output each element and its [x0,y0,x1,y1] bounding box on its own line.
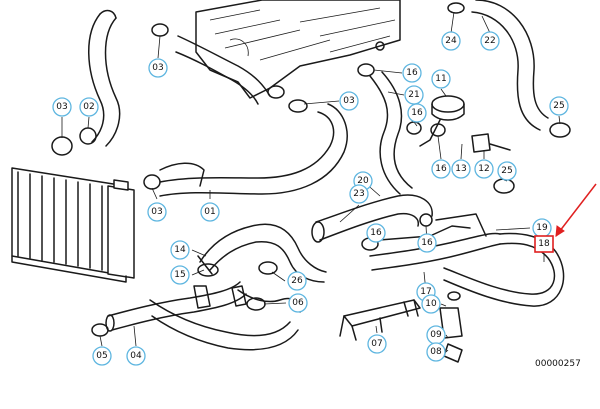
callout-25-right[interactable]: 25 [549,96,569,116]
callout-13[interactable]: 13 [451,159,471,179]
pipe-04 [105,281,247,332]
callout-14[interactable]: 14 [170,240,190,260]
svg-text:16: 16 [421,238,433,248]
svg-text:18: 18 [538,239,550,249]
svg-text:16: 16 [435,164,447,174]
hose-23 [311,194,433,243]
svg-text:05: 05 [96,351,107,361]
svg-text:04: 04 [130,351,142,361]
callouts: 03 24 22 16 03 11 03 02 21 25 16 16 13 1… [52,31,569,366]
callout-12[interactable]: 12 [474,159,494,179]
svg-text:03: 03 [56,102,67,112]
callout-10[interactable]: 10 [421,294,441,314]
hose-06 [149,289,301,351]
svg-text:11: 11 [435,74,446,84]
svg-text:19: 19 [536,223,548,233]
svg-text:09: 09 [430,330,442,340]
hose-engine-upper [175,35,285,105]
bracket-08 [439,291,463,363]
hose-22 [471,0,549,131]
svg-text:16: 16 [411,108,423,118]
svg-text:25: 25 [501,166,512,176]
hose-02 [88,9,121,147]
highlight-box [534,235,554,253]
callout-11[interactable]: 11 [431,69,451,89]
callout-26[interactable]: 26 [287,271,307,291]
svg-text:02: 02 [83,102,94,112]
svg-text:20: 20 [357,176,369,186]
engine-block [195,0,401,99]
hose-18 [443,232,565,307]
callout-06[interactable]: 06 [288,293,308,313]
callout-16-mid[interactable]: 16 [407,103,427,123]
callout-24[interactable]: 24 [441,31,461,51]
callout-05[interactable]: 05 [92,346,112,366]
callout-08[interactable]: 08 [426,342,446,362]
svg-text:24: 24 [445,36,457,46]
reference-code: 00000257 [535,359,581,369]
hose-01 [159,103,348,197]
callout-22[interactable]: 22 [480,31,500,51]
svg-text:03: 03 [152,63,163,73]
callout-03-left[interactable]: 03 [52,97,72,117]
svg-text:03: 03 [151,207,162,217]
svg-text:15: 15 [174,270,185,280]
callout-09[interactable]: 09 [426,325,446,345]
svg-text:08: 08 [430,347,442,357]
svg-text:21: 21 [408,90,419,100]
callout-15[interactable]: 15 [170,265,190,285]
callout-07[interactable]: 07 [367,334,387,354]
callout-03-center[interactable]: 03 [339,91,359,111]
callout-18-highlighted[interactable]: 18 [534,235,554,253]
callout-01[interactable]: 01 [200,202,220,222]
svg-text:25: 25 [553,101,564,111]
callout-04[interactable]: 04 [126,346,146,366]
callout-21[interactable]: 21 [404,85,424,105]
hose-21 [369,71,413,195]
svg-text:14: 14 [174,245,186,255]
callout-19[interactable]: 19 [532,218,552,238]
callout-16-left[interactable]: 16 [366,223,386,243]
svg-text:07: 07 [371,339,382,349]
svg-text:22: 22 [484,36,495,46]
callout-16-lower[interactable]: 16 [431,159,451,179]
svg-text:23: 23 [353,189,364,199]
svg-text:01: 01 [204,207,215,217]
callout-23[interactable]: 23 [349,184,369,204]
callout-02[interactable]: 02 [79,97,99,117]
callout-16-top[interactable]: 16 [402,63,422,83]
callout-03-radiator[interactable]: 03 [147,202,167,222]
callout-16-right[interactable]: 16 [417,233,437,253]
svg-text:16: 16 [406,68,418,78]
bracket-07 [339,299,421,341]
pipe-17 [369,213,501,271]
svg-text:12: 12 [478,164,489,174]
svg-text:26: 26 [291,276,303,286]
svg-text:10: 10 [425,299,437,309]
svg-text:06: 06 [292,298,304,308]
thermostat-cap [419,95,465,147]
leader-lines [61,11,561,353]
svg-text:16: 16 [370,228,382,238]
svg-text:13: 13 [455,164,466,174]
svg-text:17: 17 [420,287,431,297]
bracket-12 [471,133,511,153]
radiator [11,167,135,283]
callout-03-top-left[interactable]: 03 [148,58,168,78]
red-arrow-icon [555,183,597,237]
callout-25-lower[interactable]: 25 [497,161,517,181]
svg-text:03: 03 [343,96,354,106]
